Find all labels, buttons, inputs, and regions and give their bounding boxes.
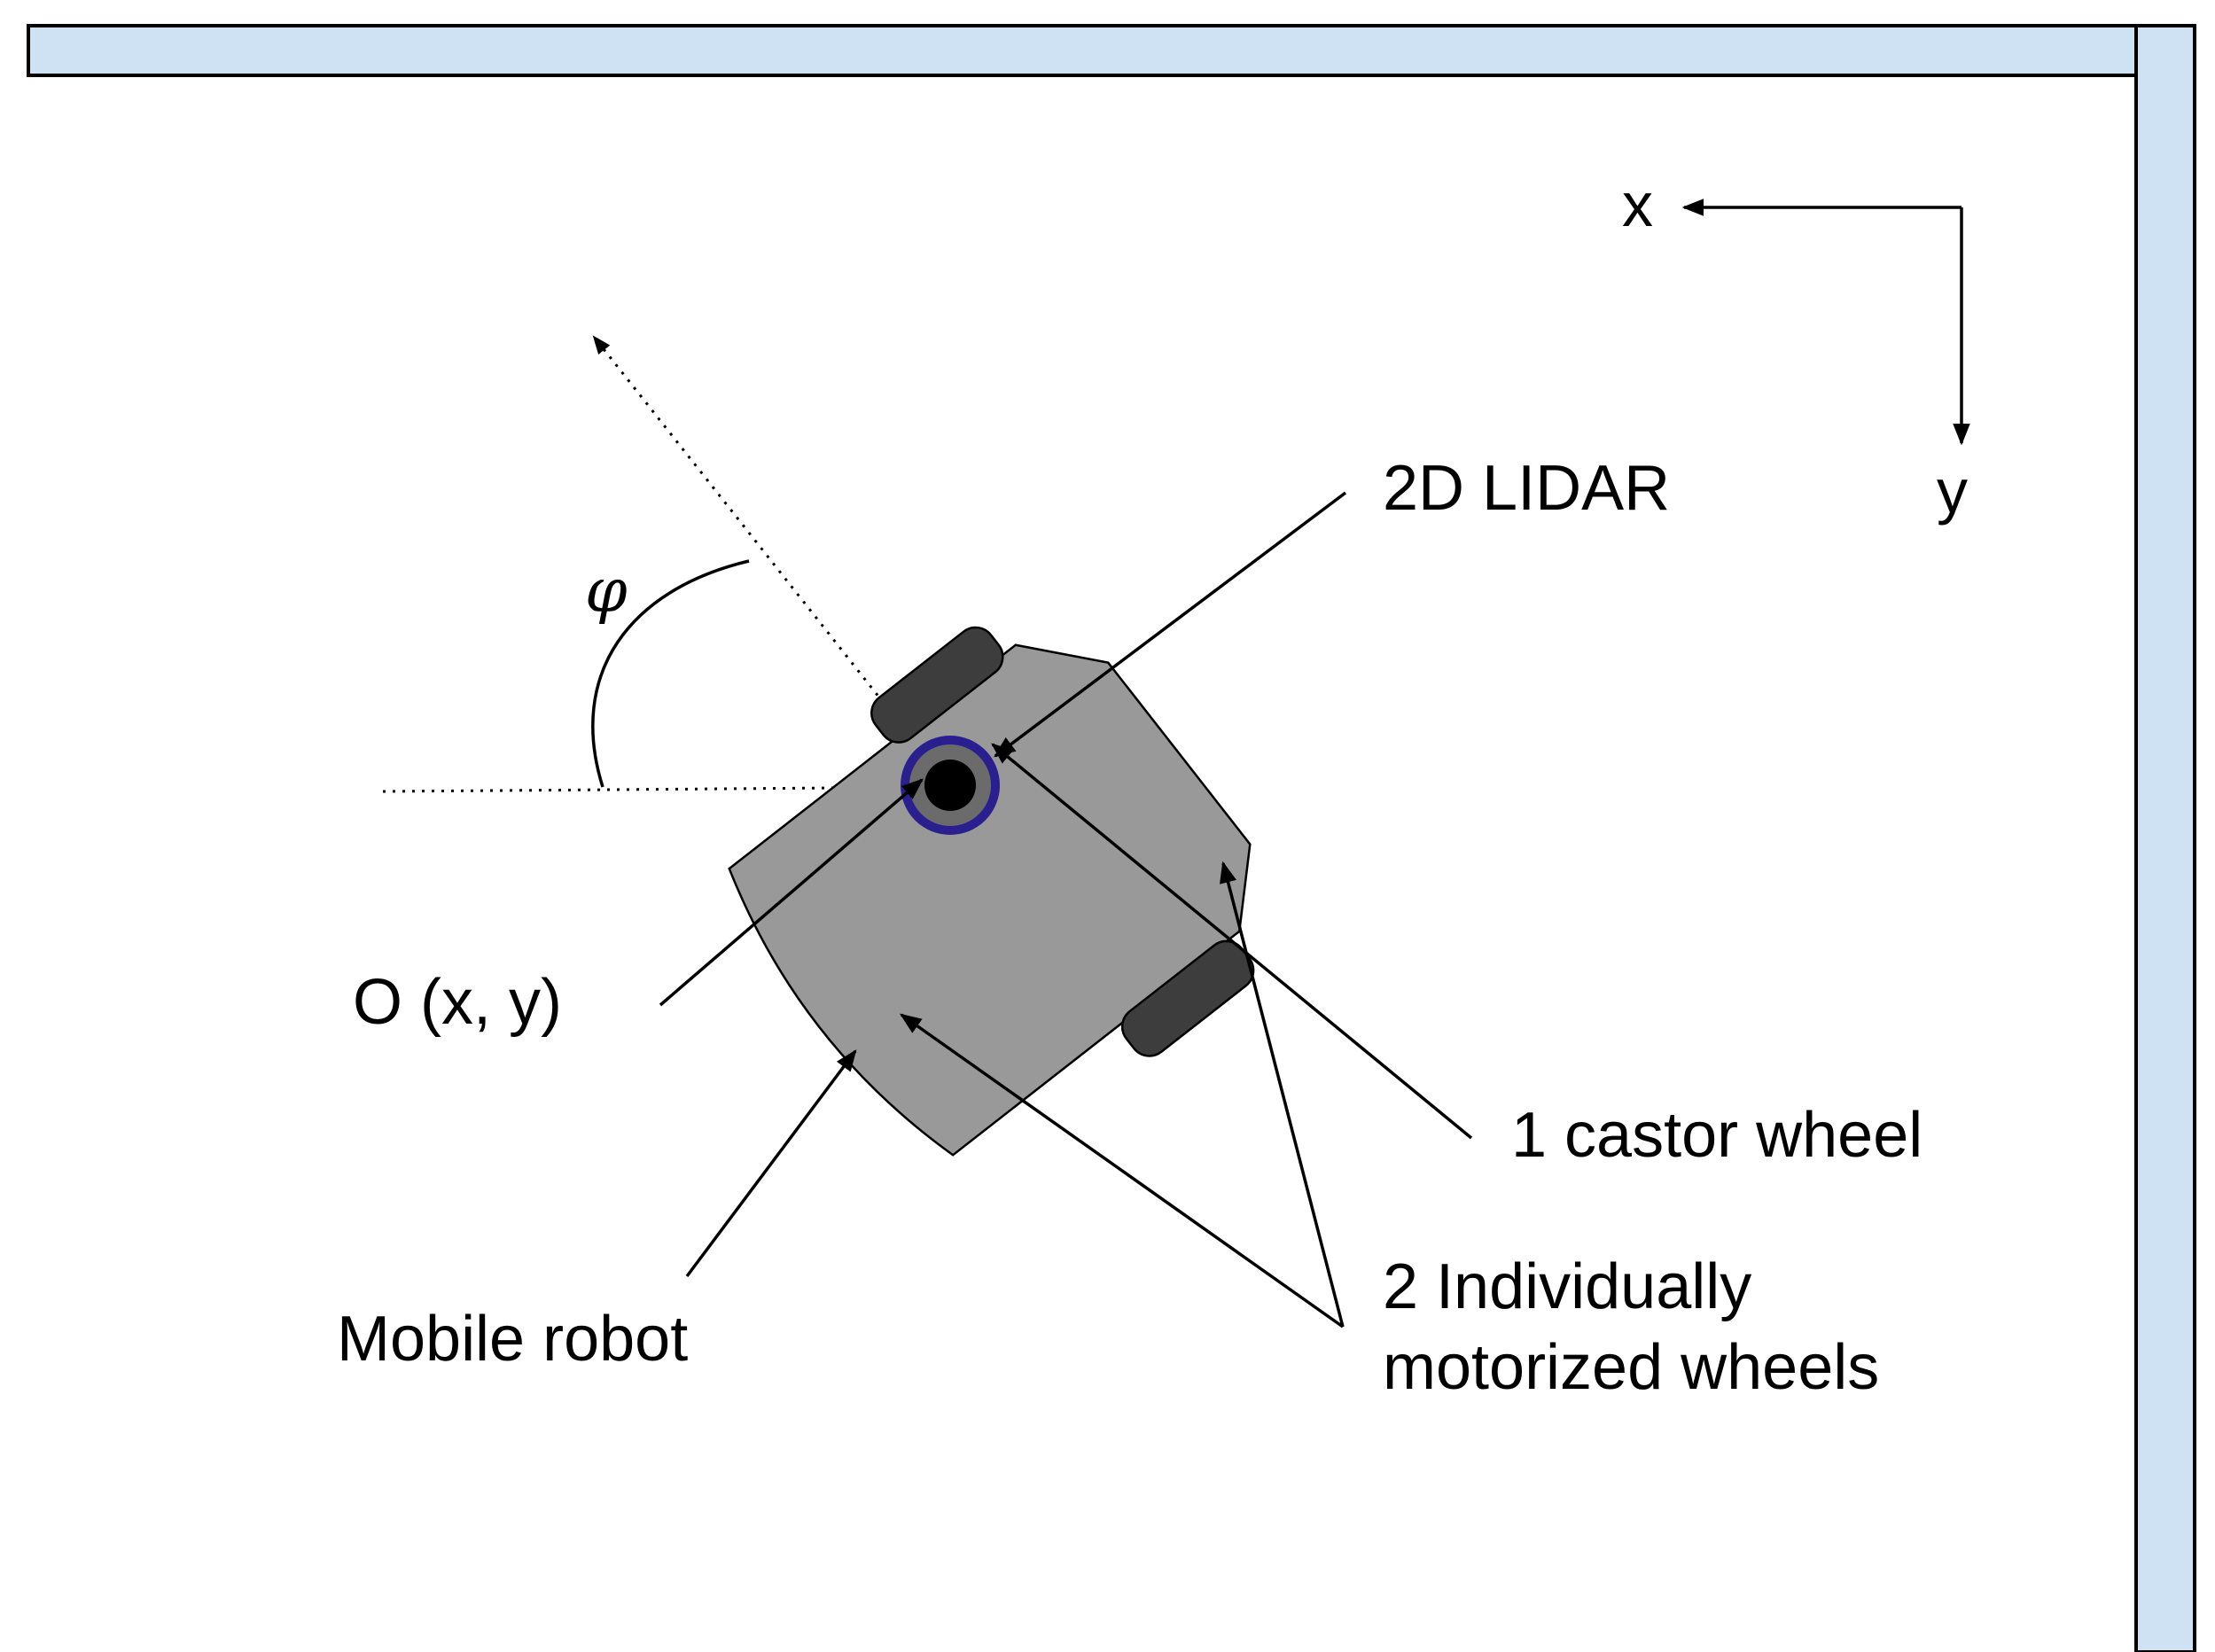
mobile-robot-label: Mobile robot — [337, 1304, 688, 1375]
origin-label: O (x, y) — [353, 967, 562, 1038]
castor-pointer — [991, 743, 1473, 1140]
motorized-wheels-label-line2: motorized wheels — [1383, 1332, 1879, 1403]
origin-pointer — [659, 778, 924, 1007]
motorized-wheels-label-line1: 2 Individually — [1383, 1251, 1751, 1322]
lidar-sensor-icon — [901, 736, 1000, 835]
mobile-robot-icon — [728, 626, 1255, 1157]
heading-angle: φ — [382, 335, 952, 793]
y-axis-label: y — [1937, 456, 1968, 526]
horizontal-reference-line — [382, 785, 951, 793]
callout-lines — [659, 491, 1473, 1329]
robot-pointer — [685, 1049, 857, 1278]
lidar-pointer — [994, 491, 1347, 758]
x-axis-label: x — [1622, 170, 1653, 239]
lidar-label: 2D LIDAR — [1383, 453, 1670, 524]
top-wall — [27, 24, 2188, 77]
motorized-pointer-left — [899, 1013, 1345, 1329]
motorized-pointer-right — [1220, 861, 1345, 1328]
phi-angle-symbol: φ — [585, 557, 628, 627]
heading-direction-line — [592, 335, 952, 788]
angle-arc — [591, 559, 750, 788]
castor-wheel-label: 1 castor wheel — [1511, 1100, 1923, 1171]
coordinate-frame: x y — [1622, 170, 1970, 526]
right-wall — [2134, 24, 2196, 1652]
wheel-icon — [870, 626, 1004, 744]
